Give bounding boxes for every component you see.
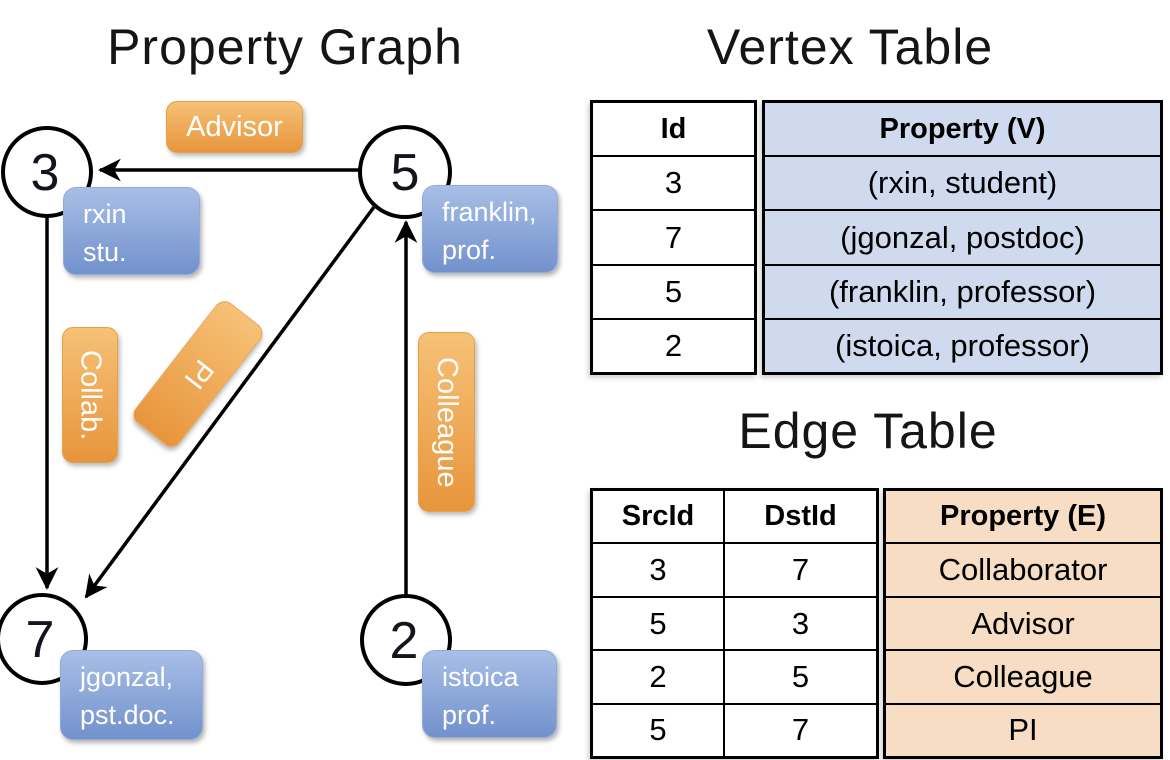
edge-table-srcid-cell: 2: [649, 658, 667, 694]
edge-table-row: 5 3: [593, 595, 876, 650]
vertex-table-id-cell: 3: [593, 155, 754, 209]
vertex-table-property-column: Property (V) (rxin, student) (jgonzal, p…: [762, 100, 1163, 375]
edge-label-colleague: Colleague: [418, 332, 475, 512]
edge-label-advisor: Advisor: [166, 101, 303, 153]
vertex-table-property-cell: (rxin, student): [765, 155, 1160, 210]
vertex-property-line: prof.: [442, 235, 497, 266]
vertex-table-id-cell: 7: [593, 209, 754, 263]
vertex-property-line: rxin: [83, 199, 127, 229]
vertex-table-property-cell: (franklin, professor): [765, 263, 1160, 318]
edge-table-srcid-cell: 3: [649, 552, 667, 588]
edge-table-property-header: Property (E): [886, 491, 1160, 543]
edge-table-header-row: SrcId DstId: [593, 491, 876, 543]
edge-table-title: Edge Table: [738, 403, 998, 459]
vertex-table-id-cell: 5: [593, 263, 754, 318]
vertex-property-line: stu.: [83, 237, 127, 268]
edge-table-srcid-cell: 5: [649, 605, 667, 641]
vertex-property-line: jgonzal,: [80, 662, 174, 692]
vertex-property-box-5: franklin, prof.: [422, 185, 558, 273]
vertex-property-box-2: istoica prof.: [422, 650, 557, 738]
vertex-table-id-cell: 2: [593, 317, 754, 372]
edge-table-dstid-header: DstId: [723, 491, 876, 543]
edge-arrow-5-to-7: [84, 205, 376, 599]
vertex-table-property-header: Property (V): [765, 103, 1160, 156]
edge-table-srcid-cell: 5: [649, 712, 667, 748]
property-graph-title: Property Graph: [107, 19, 463, 75]
vertex-table-property-cell: (istoica, professor): [765, 317, 1160, 373]
vertex-property-box-7: jgonzal, pst.doc.: [60, 650, 203, 740]
node-id-3: 3: [31, 144, 60, 202]
node-id-2: 2: [390, 612, 419, 670]
vertex-property-line: istoica: [442, 662, 519, 692]
edge-table-property-cell: PI: [886, 702, 1160, 757]
edge-table-row: 2 5: [593, 649, 876, 703]
edge-table-property-column: Property (E) Collaborator Advisor Collea…: [883, 488, 1163, 759]
vertex-property-box-3: rxin stu.: [63, 187, 200, 275]
vertex-property-line: prof.: [442, 700, 497, 731]
vertex-property-line: franklin,: [442, 197, 537, 227]
edge-table-dstid-cell: 5: [723, 651, 876, 703]
edge-table-property-cell: Advisor: [886, 595, 1160, 650]
vertex-table-id-column: Id 3 7 5 2: [590, 100, 757, 375]
node-id-5: 5: [391, 144, 420, 202]
vertex-table-property-cell: (jgonzal, postdoc): [765, 209, 1160, 264]
vertex-property-line: pst.doc.: [80, 700, 175, 731]
node-id-7: 7: [26, 611, 55, 669]
edge-table-dstid-cell: 7: [723, 544, 876, 596]
edge-table-property-cell: Colleague: [886, 649, 1160, 703]
edge-label-collab: Collab.: [62, 327, 118, 463]
vertex-table-title: Vertex Table: [706, 19, 994, 75]
edge-table-row: 3 7: [593, 542, 876, 596]
edge-table-property-cell: Collaborator: [886, 542, 1160, 596]
edge-table-dstid-cell: 7: [723, 704, 876, 757]
vertex-table-id-header: Id: [660, 112, 687, 145]
edge-table-id-columns: SrcId DstId 3 7 5 3 2 5 5 7: [590, 488, 879, 759]
edge-table-srcid-header: SrcId: [621, 500, 695, 533]
edge-table-row: 5 7: [593, 702, 876, 757]
edge-table-dstid-cell: 3: [723, 597, 876, 650]
